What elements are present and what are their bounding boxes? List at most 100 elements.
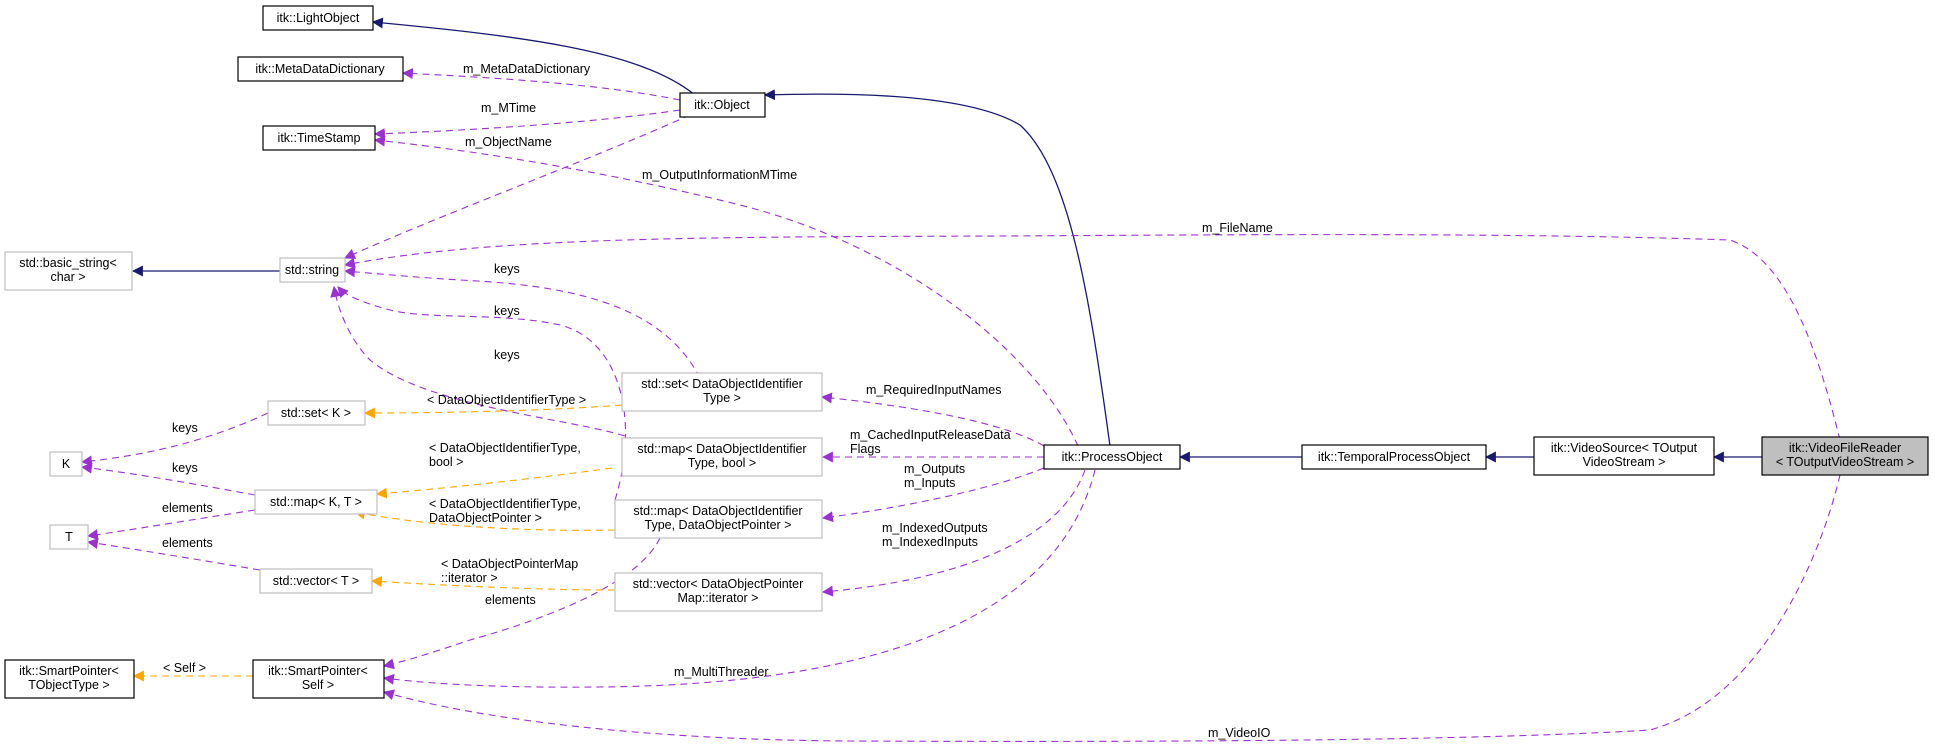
- text-line: itk::MetaDataDictionary: [255, 62, 385, 76]
- label-tmpl-mapptr: < DataObjectIdentifierType,DataObjectPoi…: [429, 497, 581, 525]
- text-line: std::map< K, T >: [270, 495, 362, 509]
- text-line: Map::iterator >: [678, 591, 759, 605]
- text-line: keys: [494, 304, 520, 318]
- svg-text:std::basic_string<char >: std::basic_string<char >: [19, 256, 117, 284]
- label-objectname: m_ObjectName: [465, 135, 552, 149]
- node-smartpointer-tobjecttype[interactable]: itk::SmartPointer<TObjectType >: [4, 659, 135, 699]
- svg-text:itk::TimeStamp: itk::TimeStamp: [278, 131, 361, 145]
- label-filename: m_FileName: [1202, 221, 1273, 235]
- svg-text:itk::ProcessObject: itk::ProcessObject: [1062, 450, 1163, 464]
- node-processobject[interactable]: itk::ProcessObject: [1043, 444, 1181, 470]
- label-requiredinputnames: m_RequiredInputNames: [866, 383, 1002, 397]
- label-elements-sp: elements: [485, 593, 536, 607]
- label-metadatadictionary: m_MetaDataDictionary: [463, 62, 591, 76]
- text-line: Type, DataObjectPointer >: [645, 518, 792, 532]
- text-line: bool >: [429, 455, 463, 469]
- edge-object-to-string-name: [343, 114, 691, 259]
- svg-text:K: K: [62, 457, 71, 471]
- node-set-k[interactable]: std::set< K >: [267, 400, 366, 426]
- edge-map-bool-to-string: [330, 285, 637, 441]
- node-temporalprocessobject[interactable]: itk::TemporalProcessObject: [1301, 444, 1487, 470]
- edge-map-ptr-to-string: [337, 286, 626, 501]
- text-line: Type, bool >: [688, 456, 756, 470]
- edge-processobject-to-set-doi: [820, 392, 1045, 447]
- node-k[interactable]: K: [49, 451, 83, 477]
- text-line: std::vector< DataObjectPointer: [633, 577, 804, 591]
- label-keys-mapptr-string: keys: [494, 348, 520, 362]
- node-string[interactable]: std::string: [279, 257, 346, 283]
- text-line: TObjectType >: [28, 678, 109, 692]
- label-keys-mapbool-string: keys: [494, 304, 520, 318]
- node-smartpointer-self[interactable]: itk::SmartPointer<Self >: [252, 659, 385, 699]
- svg-text:std::map< K, T >: std::map< K, T >: [270, 495, 362, 509]
- svg-text:T: T: [65, 530, 73, 544]
- text-line: itk::Object: [694, 98, 750, 112]
- node-timestamp[interactable]: itk::TimeStamp: [262, 125, 376, 151]
- text-line: m_MetaDataDictionary: [463, 62, 591, 76]
- text-line: Self >: [302, 678, 334, 692]
- label-tmpl-set: < DataObjectIdentifierType >: [427, 393, 586, 407]
- node-metadatadictionary[interactable]: itk::MetaDataDictionary: [237, 56, 404, 82]
- text-line: itk::VideoSource< TOutput: [1551, 441, 1698, 455]
- label-tmpl-mapbool: < DataObjectIdentifierType,bool >: [429, 441, 581, 469]
- edge-object-to-lightobject: [371, 17, 696, 96]
- svg-text:itk::VideoFileReader< TOutputV: itk::VideoFileReader< TOutputVideoStream…: [1776, 441, 1914, 469]
- text-line: itk::TemporalProcessObject: [1318, 450, 1471, 464]
- edge-videofilereader-to-string-filename: [343, 234, 1841, 441]
- svg-text:std::map< DataObjectIdentifier: std::map< DataObjectIdentifierType, Data…: [633, 504, 802, 532]
- node-vector-t[interactable]: std::vector< T >: [259, 568, 373, 594]
- edge-map-ptr-to-smartpointer: [382, 537, 661, 670]
- text-line: m_CachedInputReleaseData: [850, 428, 1011, 442]
- text-line: m_Inputs: [904, 476, 955, 490]
- svg-text:itk::SmartPointer<TObjectType: itk::SmartPointer<TObjectType >: [19, 664, 119, 692]
- text-line: itk::TimeStamp: [278, 131, 361, 145]
- text-line: std::string: [285, 263, 339, 277]
- edge-processobject-to-vector-dop: [821, 469, 1086, 597]
- svg-text:std::vector< T >: std::vector< T >: [273, 574, 359, 588]
- edge-map-ptr-to-map-kt: [353, 508, 616, 531]
- label-tmpl-sp: < Self >: [163, 661, 206, 675]
- text-line: std::set< DataObjectIdentifier: [641, 377, 803, 391]
- node-videofilereader[interactable]: itk::VideoFileReader< TOutputVideoStream…: [1761, 436, 1929, 476]
- text-line: m_RequiredInputNames: [866, 383, 1002, 397]
- node-map-kt[interactable]: std::map< K, T >: [254, 489, 378, 515]
- node-basic-string[interactable]: std::basic_string<char >: [4, 251, 133, 291]
- edge-videofilereader-to-smartpointer: [382, 474, 1841, 742]
- edge-set-doi-to-string: [343, 266, 701, 379]
- text-line: m_FileName: [1202, 221, 1273, 235]
- text-line: m_IndexedInputs: [882, 535, 978, 549]
- text-line: Flags: [850, 442, 881, 456]
- text-line: std::map< DataObjectIdentifier: [637, 442, 806, 456]
- text-line: DataObjectPointer >: [429, 511, 542, 525]
- node-object[interactable]: itk::Object: [679, 92, 766, 118]
- edge-vector-t-to-t: [86, 538, 261, 571]
- svg-text:std::string: std::string: [285, 263, 339, 277]
- node-lightobject[interactable]: itk::LightObject: [262, 5, 374, 31]
- text-line: elements: [485, 593, 536, 607]
- text-line: elements: [162, 501, 213, 515]
- text-line: < Self >: [163, 661, 206, 675]
- text-line: T: [65, 530, 73, 544]
- text-line: keys: [172, 461, 198, 475]
- label-tmpl-vec: < DataObjectPointerMap::iterator >: [441, 557, 578, 585]
- edge-processobject-to-map-ptr: [821, 467, 1045, 523]
- label-outputinformationmtime: m_OutputInformationMTime: [642, 168, 797, 182]
- label-keys-map-k: keys: [172, 461, 198, 475]
- node-t[interactable]: T: [49, 524, 89, 550]
- label-multithreader: m_MultiThreader: [674, 665, 768, 679]
- label-mtime: m_MTime: [481, 101, 536, 115]
- text-line: m_OutputInformationMTime: [642, 168, 797, 182]
- text-line: m_ObjectName: [465, 135, 552, 149]
- edge-set-doi-to-set-k: [363, 404, 623, 419]
- text-line: ::iterator >: [441, 571, 498, 585]
- svg-text:itk::TemporalProcessObject: itk::TemporalProcessObject: [1318, 450, 1471, 464]
- edge-object-to-metadatadictionary: [401, 68, 681, 101]
- svg-text:std::set< K >: std::set< K >: [281, 406, 351, 420]
- text-line: K: [62, 457, 71, 471]
